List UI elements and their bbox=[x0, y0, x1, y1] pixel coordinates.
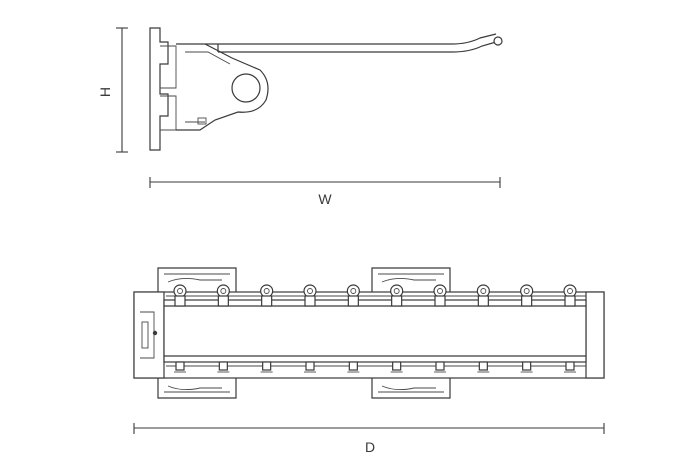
front-hooks bbox=[173, 284, 577, 373]
hook bbox=[520, 284, 534, 373]
front-end-dot bbox=[152, 330, 158, 336]
depth-dimension: D bbox=[133, 423, 605, 455]
hook bbox=[173, 284, 187, 373]
hook bbox=[433, 284, 447, 373]
front-main-bar bbox=[163, 299, 587, 363]
height-label: H bbox=[97, 87, 113, 97]
side-bracket-body bbox=[176, 43, 269, 131]
hook bbox=[563, 284, 577, 373]
width-label: W bbox=[318, 191, 332, 207]
side-arm-tip bbox=[493, 36, 503, 46]
hook bbox=[260, 284, 274, 373]
height-dimension: H bbox=[97, 27, 128, 153]
front-view bbox=[133, 267, 605, 399]
side-mounting-plate bbox=[149, 27, 169, 151]
width-dimension: W bbox=[149, 177, 501, 207]
side-view bbox=[149, 27, 503, 151]
hook bbox=[346, 284, 360, 373]
side-arm bbox=[205, 33, 497, 45]
side-hinge-circle bbox=[231, 73, 261, 103]
hook bbox=[390, 284, 404, 373]
hook bbox=[476, 284, 490, 373]
depth-label: D bbox=[365, 439, 375, 455]
hook bbox=[303, 284, 317, 373]
front-end-clip bbox=[140, 311, 155, 359]
hook bbox=[216, 284, 230, 373]
